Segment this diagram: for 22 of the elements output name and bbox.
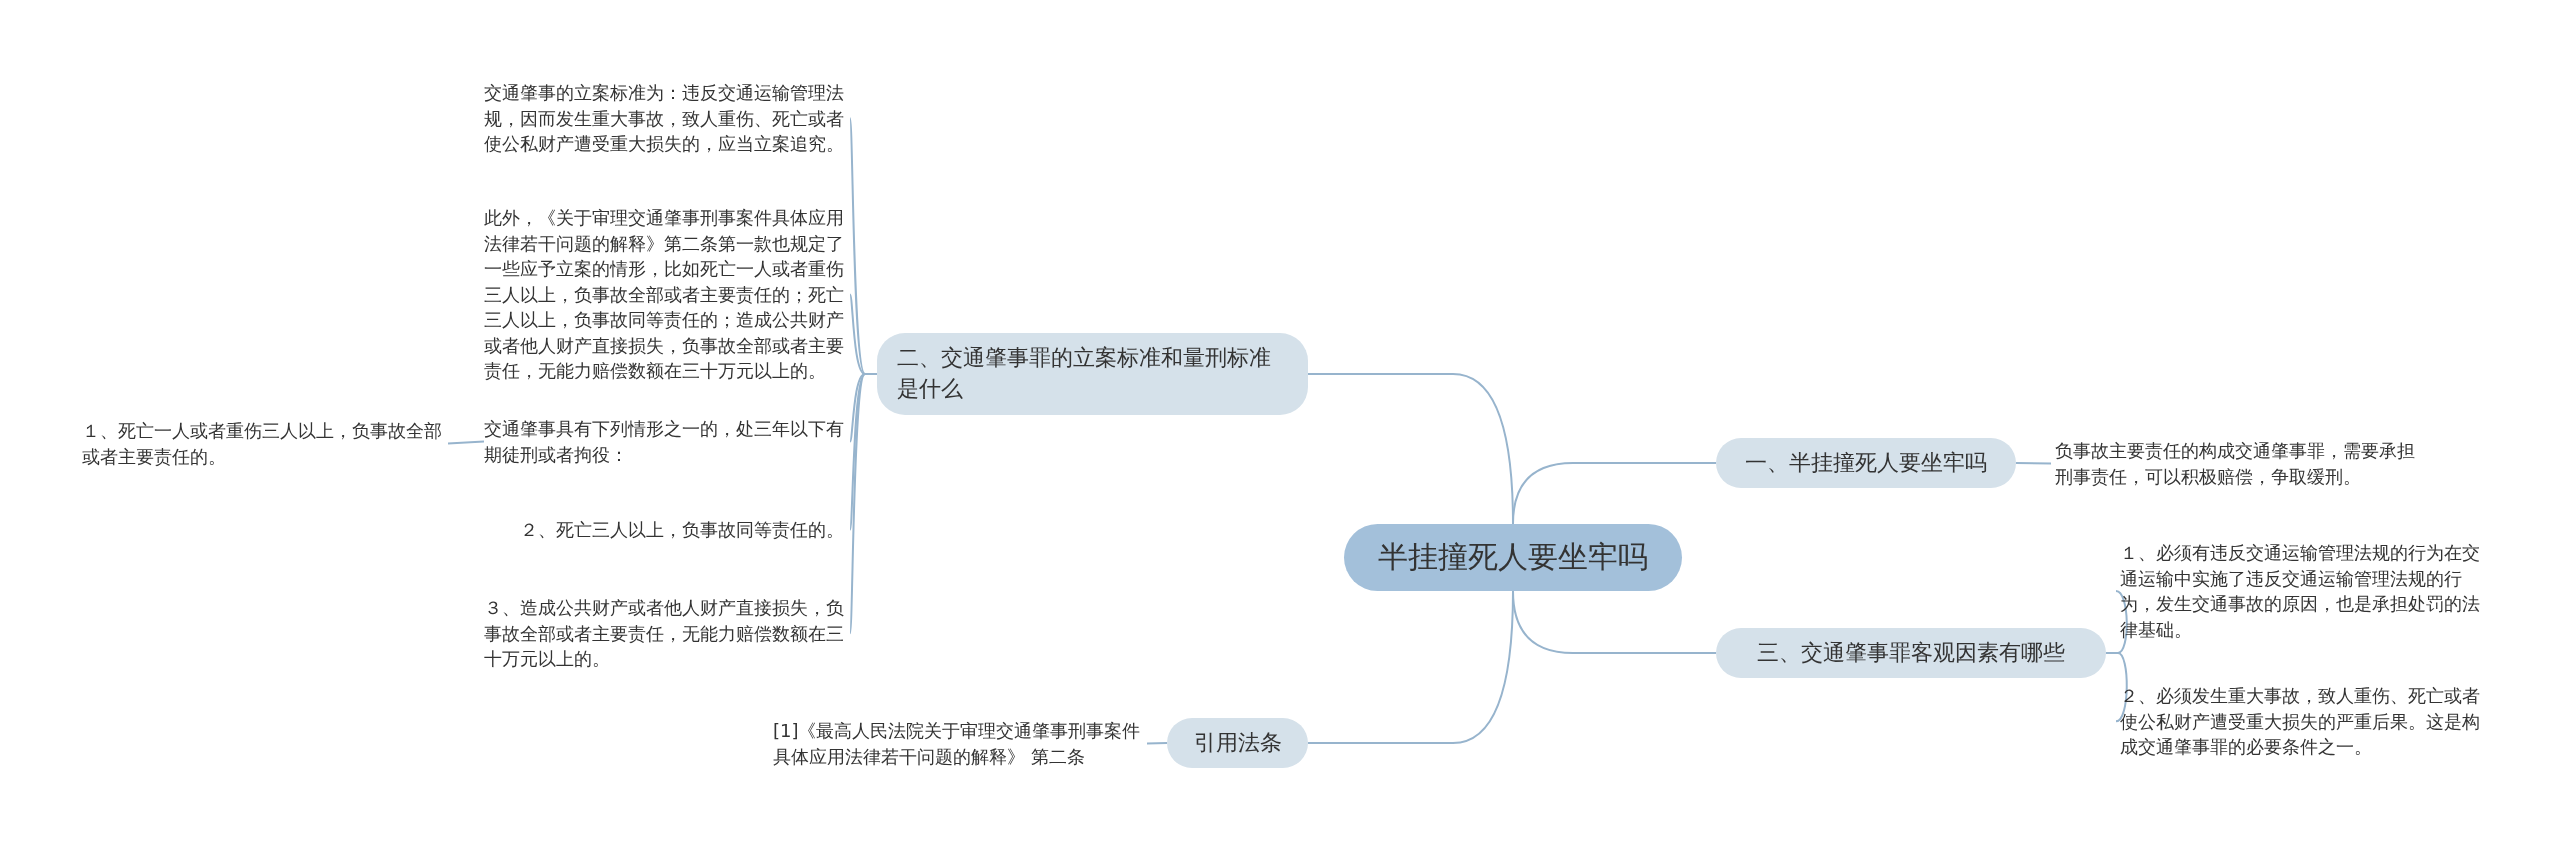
topic-box: 二、交通肇事罪的立案标准和量刑标准是什么	[877, 333, 1308, 415]
connector-line	[2015, 462, 2052, 465]
connector-line	[447, 440, 485, 445]
connector-line	[1307, 373, 1514, 525]
note-text: 此外，《关于审理交通肇事刑事案件具体应用法律若干问题的解释》第二条第一款也规定了一些应予立案的情形，比如死亡一人或者重伤三人以上，负事故全部或者主要责任的；死亡三人以上，负事故同等责任的；造成公共财产或者他人财产直接损失，负事故全部或者主要责任，无能力赔偿数额在三十万元以上的。	[484, 205, 846, 384]
note-text: 交通肇事的立案标准为：违反交通运输管理法规，因而发生重大事故，致人重伤、死亡或者使公私财产遭受重大损失的，应当立案追究。	[484, 80, 846, 157]
note-text: １、必须有违反交通运输管理法规的行为在交通运输中实施了违反交通运输管理法规的行为，发生交通事故的原因，也是承担处罚的法律基础。	[2120, 540, 2482, 643]
note-text: １、死亡一人或者重伤三人以上，负事故全部或者主要责任的。	[82, 418, 444, 470]
topic-box: 引用法条	[1167, 718, 1308, 768]
topic-box: 一、半挂撞死人要坐牢吗	[1716, 438, 2016, 488]
note-text: ２、死亡三人以上，负事故同等责任的。	[520, 517, 846, 543]
connector-line	[1146, 742, 1168, 745]
note-text: [1]《最高人民法院关于审理交通肇事刑事案件具体应用法律若干问题的解释》 第二条	[773, 718, 1143, 770]
note-text: 交通肇事具有下列情形之一的，处三年以下有期徒刑或者拘役：	[484, 416, 846, 468]
connector-line	[849, 373, 878, 635]
central-topic-box: 半挂撞死人要坐牢吗	[1344, 524, 1682, 591]
topic-box: 三、交通肇事罪客观因素有哪些	[1716, 628, 2106, 678]
note-text: ２、必须发生重大事故，致人重伤、死亡或者使公私财产遭受重大损失的严重后果。这是构成交通肇事罪的必要条件之一。	[2120, 683, 2482, 760]
note-text: ３、造成公共财产或者他人财产直接损失，负事故全部或者主要责任，无能力赔偿数额在三十万元以上的。	[484, 595, 846, 672]
note-text: 负事故主要责任的构成交通肇事罪，需要承担刑事责任，可以积极赔偿，争取缓刑。	[2055, 438, 2417, 490]
connector-line	[1307, 590, 1514, 744]
connector-line	[2105, 652, 2128, 723]
